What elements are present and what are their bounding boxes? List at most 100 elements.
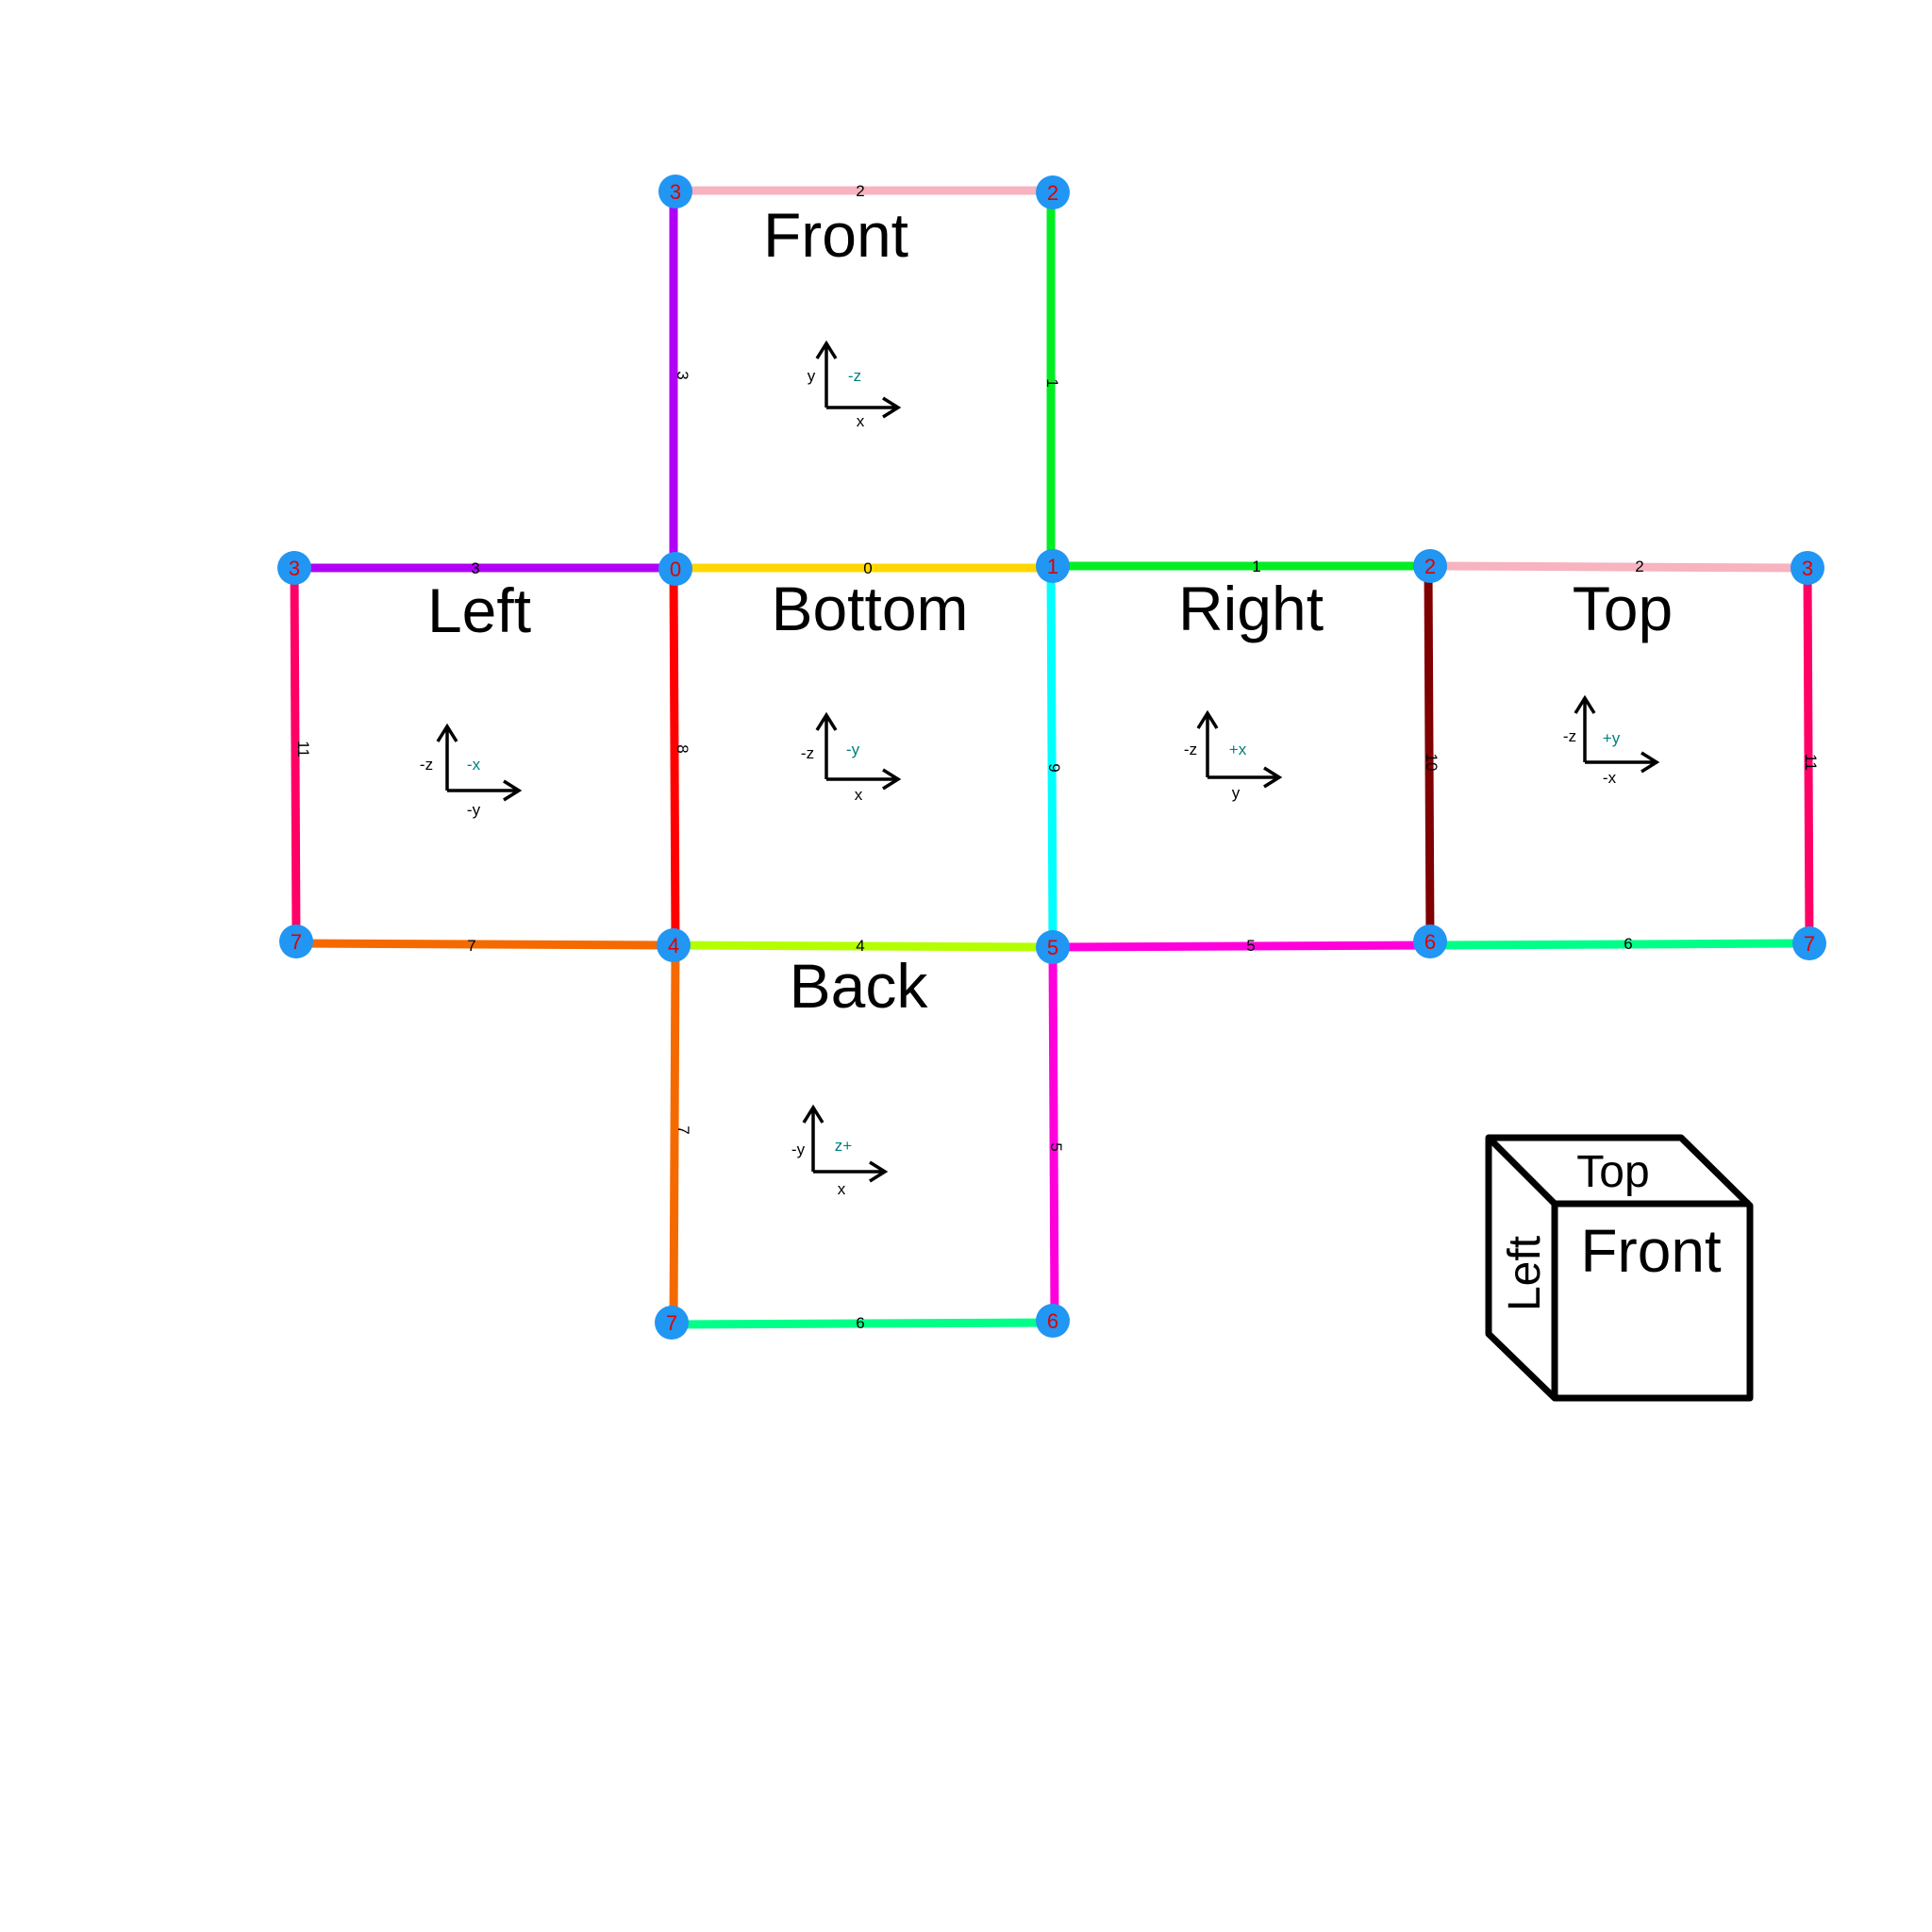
vertex-dot: [1413, 549, 1447, 583]
edge-line: [1427, 561, 1808, 573]
edge-label: 3: [674, 371, 691, 379]
edge-line: [290, 567, 301, 941]
vertex-label: 1: [1047, 555, 1058, 578]
axis-arrow-icon: [815, 340, 902, 419]
edge-label: 7: [675, 1125, 692, 1134]
cube-label-front: Front: [1580, 1217, 1722, 1285]
edge-left-top: 3: [294, 559, 674, 577]
edge-line: [1424, 565, 1435, 944]
axis-normal-label: +x: [1229, 741, 1247, 758]
face-label-top: Top: [1573, 574, 1673, 643]
axis-arrow-icon: [1574, 694, 1660, 774]
vertex-dot: [657, 928, 691, 962]
axis-horizontal-label: -y: [467, 801, 481, 819]
edge-right-top: 1: [1051, 558, 1428, 575]
axis-normal-label: +y: [1603, 729, 1621, 747]
vertex-dot: [1036, 1304, 1070, 1338]
vertex-label: 3: [289, 557, 300, 580]
face-label-right: Right: [1178, 574, 1324, 643]
vertex-bottom-tl: 0: [658, 552, 692, 586]
axes-top: -z +y -x: [1563, 694, 1660, 787]
edge-back-left: 7: [669, 946, 692, 1325]
vertex-bottom-tr: 1: [1036, 549, 1070, 583]
edge-line: [669, 567, 680, 946]
axis-vertical-label: -z: [1184, 741, 1197, 758]
vertex-back-bl: 7: [655, 1306, 689, 1340]
axis-arrow-icon: [436, 723, 523, 802]
vertex-label: 7: [1804, 932, 1815, 956]
vertex-dot: [1036, 549, 1070, 583]
vertex-label: 3: [670, 180, 681, 204]
axis-horizontal-label: -x: [1603, 769, 1617, 787]
vertex-top-br: 7: [1792, 926, 1826, 960]
vertex-dot: [1413, 924, 1447, 958]
vertex-dot: [1036, 175, 1070, 209]
edge-front-top: 2: [674, 182, 1051, 200]
axis-horizontal-label: y: [1232, 784, 1241, 802]
edge-top-top: 2: [1427, 558, 1808, 575]
edge-label: 10: [1423, 754, 1441, 772]
vertex-label: 6: [1047, 1309, 1058, 1333]
face-labels: Front Left Bottom Right Top Back: [427, 200, 1673, 1021]
edge-back-right: 5: [1047, 946, 1065, 1324]
edge-top-right: 11: [1802, 567, 1820, 944]
edge-line: [673, 1318, 1056, 1329]
edge-label: 11: [294, 741, 312, 758]
face-label-back: Back: [790, 951, 929, 1021]
edge-label: 2: [856, 182, 864, 200]
cube-icon: [1485, 1134, 1754, 1402]
edge-label: 6: [856, 1314, 864, 1332]
axis-horizontal-label: x: [857, 412, 865, 430]
edge-right-bottom: 5: [1052, 937, 1431, 955]
axes-right: -z +x y: [1184, 709, 1283, 802]
edge-line: [1048, 946, 1059, 1324]
vertex-dot: [1792, 926, 1826, 960]
edge-bottom-bottom: 4: [673, 937, 1054, 955]
face-label-bottom: Bottom: [771, 574, 968, 643]
vertex-label: 7: [291, 930, 302, 954]
axis-normal-label: z+: [835, 1137, 853, 1155]
edge-bottom-top: 0: [674, 559, 1051, 577]
vertex-dot: [1790, 551, 1824, 585]
vertex-label: 6: [1424, 930, 1436, 954]
vertex-dot: [279, 924, 313, 958]
edge-front-right: 1: [1043, 191, 1061, 568]
vertex-dot: [655, 1306, 689, 1340]
axis-arrow-icon: [802, 1104, 889, 1183]
axis-vertical-label: -y: [791, 1141, 806, 1158]
edge-label: 8: [674, 744, 691, 753]
vertex-right-br: 6: [1413, 924, 1447, 958]
edge-right-right: 10: [1423, 565, 1441, 944]
cube-label-left: Left: [1500, 1236, 1550, 1311]
edge-top-bottom: 6: [1429, 935, 1810, 953]
edge-front-left: 3: [669, 191, 691, 568]
axes-left: -z -x -y: [420, 723, 523, 819]
vertex-label: 2: [1424, 555, 1436, 578]
edge-label: 4: [856, 937, 864, 955]
edge-line: [1429, 939, 1810, 950]
axis-arrow-icon: [1196, 709, 1283, 789]
axes-back: -y z+ x: [791, 1104, 889, 1198]
edges: 2 1 3 3 0 1 2 11: [290, 182, 1820, 1332]
edge-line: [1803, 567, 1814, 944]
edge-back-bottom: 6: [673, 1314, 1056, 1332]
edge-label: 3: [471, 559, 479, 577]
face-label-left: Left: [427, 575, 531, 645]
edge-label: 0: [863, 559, 872, 577]
edge-bottom-right: 9: [1045, 567, 1063, 946]
edge-line: [1052, 941, 1431, 952]
axis-arrow-icon: [815, 711, 902, 791]
vertex-right-tr: 2: [1413, 549, 1447, 583]
edge-label: 9: [1045, 763, 1063, 772]
edge-label: 1: [1043, 378, 1061, 387]
edge-label: 5: [1246, 937, 1255, 955]
vertex-top-tr: 3: [1790, 551, 1824, 585]
edge-left-left: 11: [290, 567, 312, 941]
axis-vertical-label: -z: [420, 756, 433, 774]
axis-horizontal-label: x: [838, 1180, 846, 1198]
vertex-bottom-bl: 4: [657, 928, 691, 962]
vertices: 3 2 3 0 1 2 3 7: [277, 175, 1826, 1340]
axes-bottom: -z -y x: [801, 711, 902, 804]
edge-label: 7: [467, 937, 475, 955]
